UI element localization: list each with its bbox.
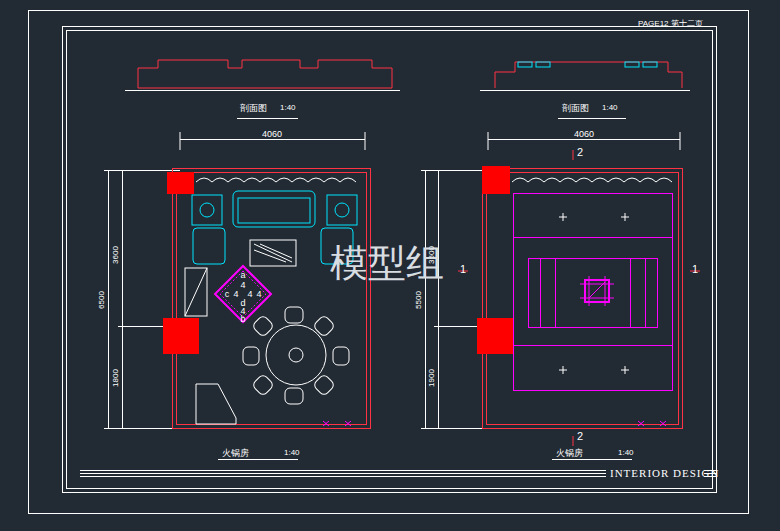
section-mark: 1 xyxy=(692,264,698,275)
scale-note: 1:40 xyxy=(602,104,618,112)
scale-note: 1:40 xyxy=(284,449,300,457)
watermark: 模型组 xyxy=(330,244,444,282)
dimension: 5500 xyxy=(415,291,423,309)
marker-code: c xyxy=(225,290,230,299)
dimension: 3600 xyxy=(112,246,120,264)
marker-code: 4 xyxy=(247,290,252,299)
marker-code: 4 xyxy=(240,281,245,290)
plan-title: 火锅房 xyxy=(222,449,249,458)
dimension: 1800 xyxy=(112,369,120,387)
section-title: 剖面图 xyxy=(562,104,589,113)
dimension: 4060 xyxy=(574,130,594,139)
marker-code: a xyxy=(240,271,245,280)
dimension: 1900 xyxy=(428,369,436,387)
dimension: 6500 xyxy=(98,291,106,309)
scale-note: 1:40 xyxy=(618,449,634,457)
section-mark: 2 xyxy=(577,147,583,158)
marker-code: 4 xyxy=(256,290,261,299)
scale-note: 1:40 xyxy=(280,104,296,112)
page-number: PAGE12 第十二页 xyxy=(638,20,703,28)
plan-title: 火锅房 xyxy=(556,449,583,458)
section-mark: 1 xyxy=(460,264,466,275)
design-banner: INTERIOR DESIGN xyxy=(610,468,719,479)
marker-code: 4 xyxy=(233,290,238,299)
section-title: 剖面图 xyxy=(240,104,267,113)
dimension: 4060 xyxy=(262,130,282,139)
marker-diamond: a4c444d4b xyxy=(215,266,271,322)
section-mark: 2 xyxy=(577,431,583,442)
marker-code: b xyxy=(240,315,245,324)
